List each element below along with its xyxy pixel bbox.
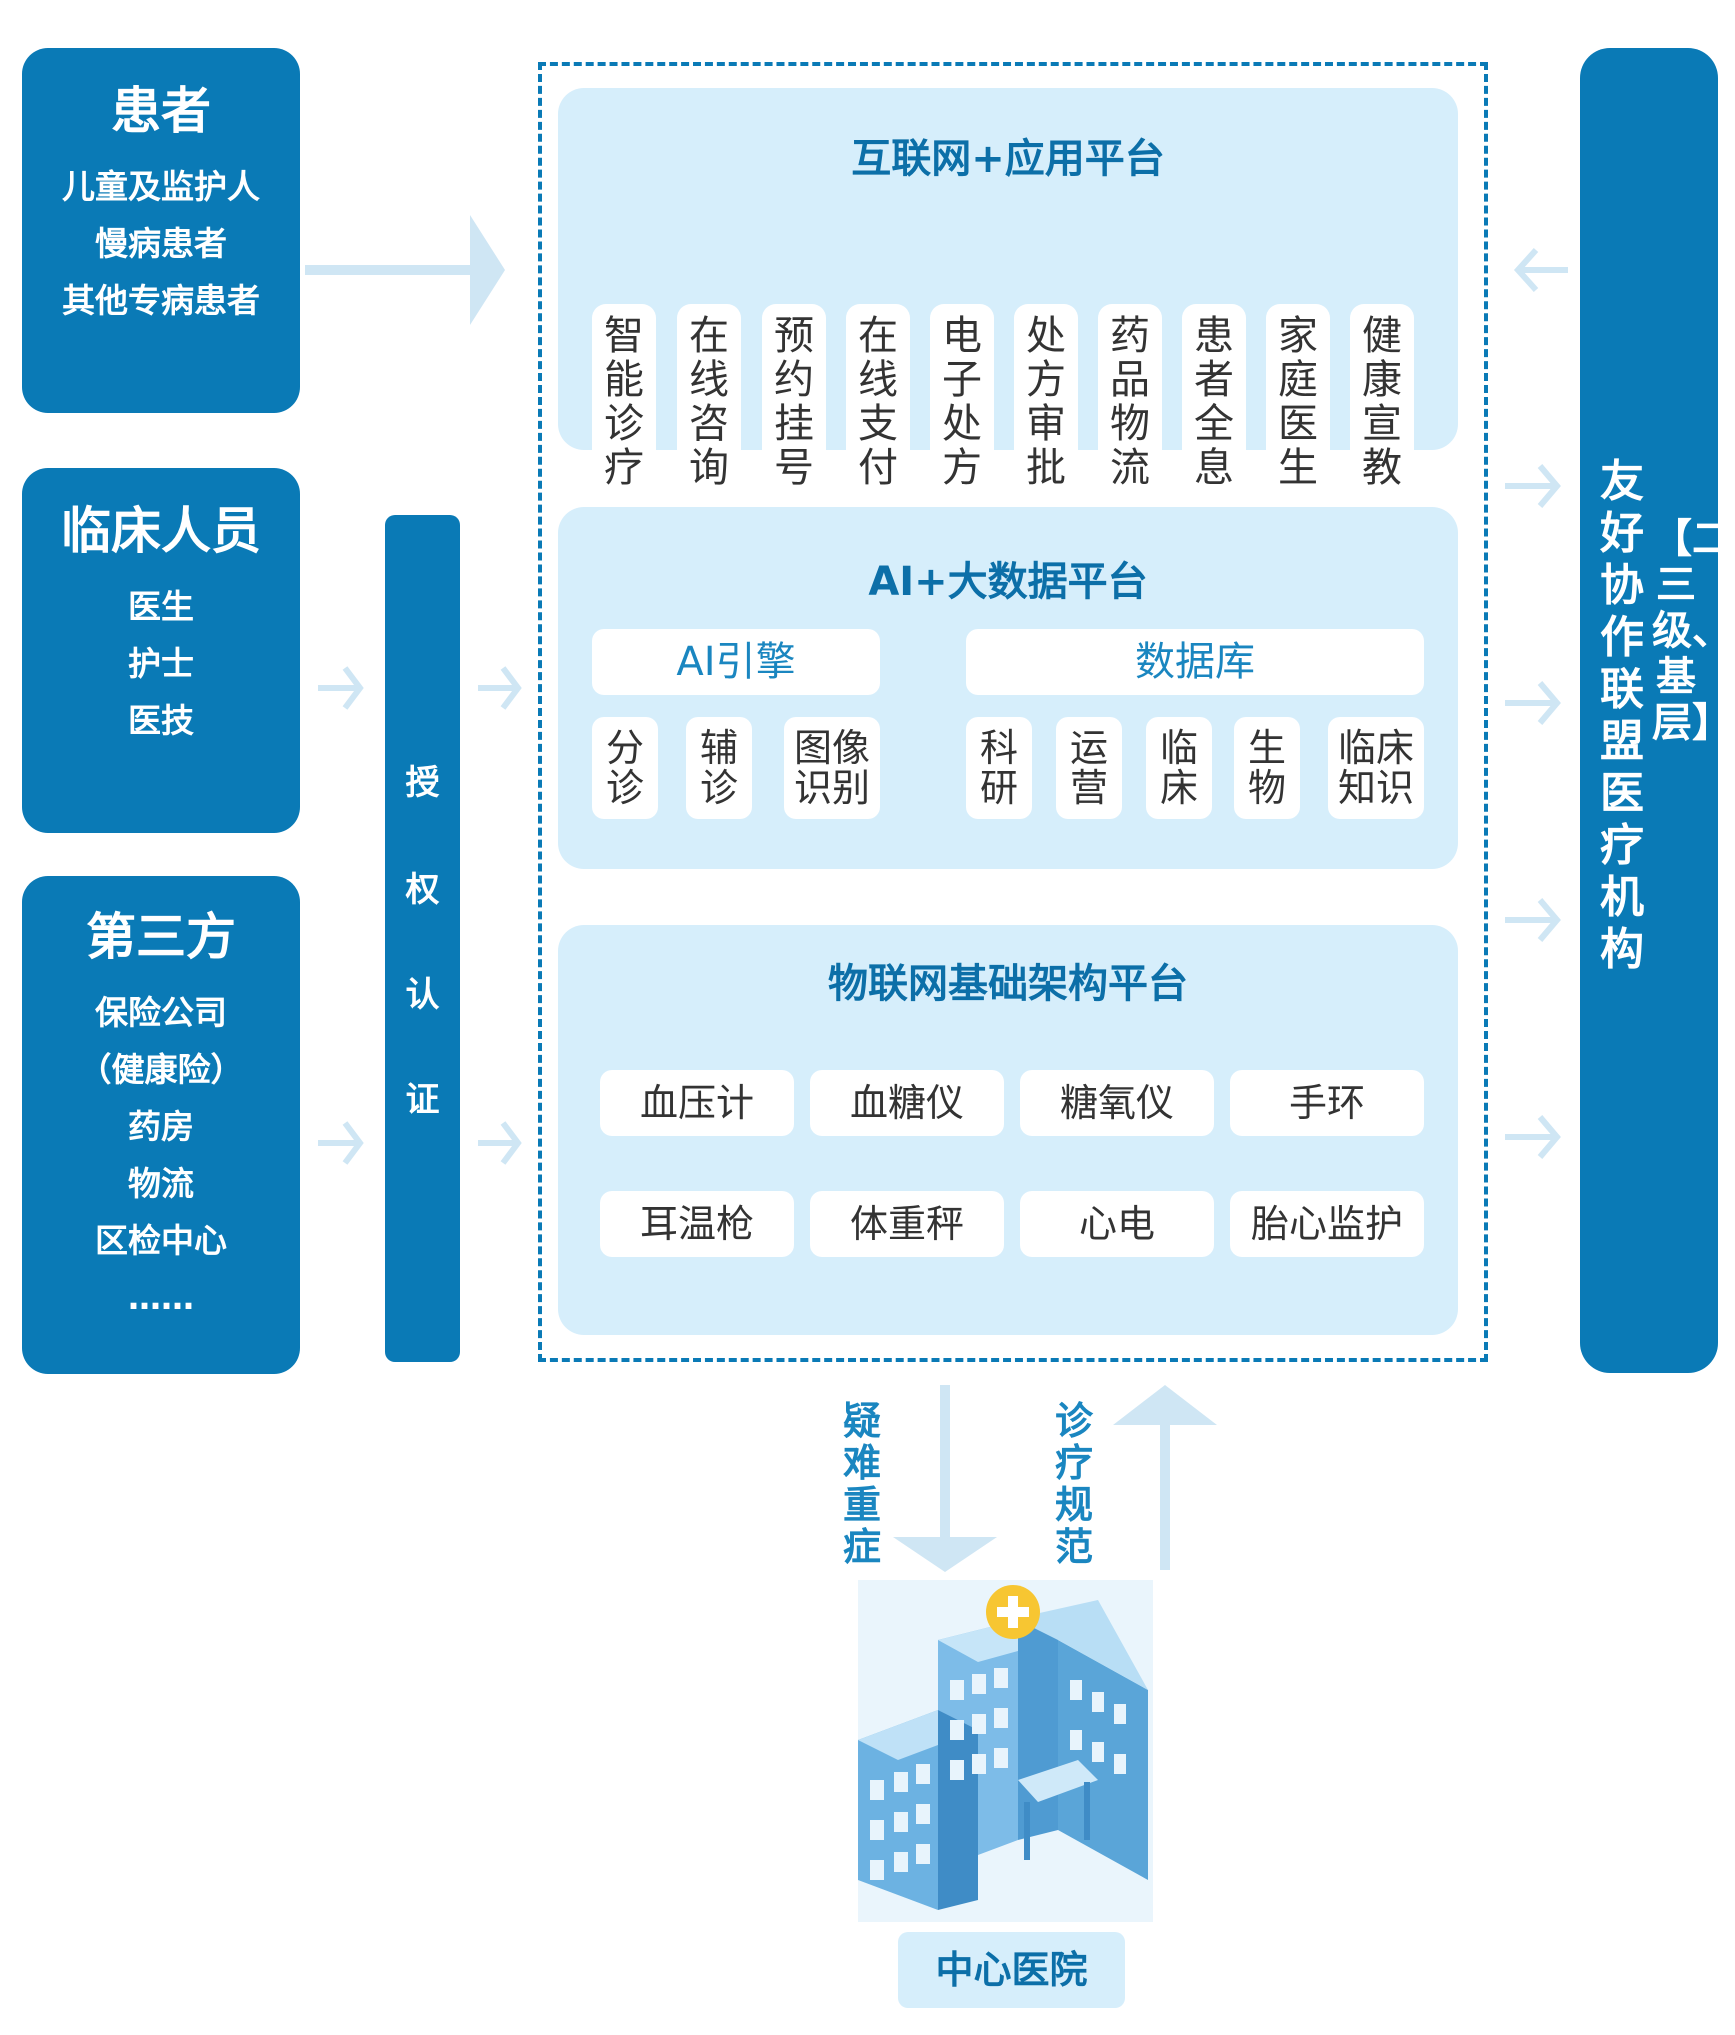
- internet-platform: 互联网+应用平台 智能诊疗 在线咨询 预约挂号 在线支付 电子处方 处方审批 药…: [558, 88, 1458, 500]
- group-item: 护士: [128, 644, 194, 683]
- engine-item: 图像识别: [784, 717, 880, 819]
- device-card: 糖氧仪: [1020, 1070, 1214, 1136]
- arrow-platform-to-alliance: [1505, 681, 1561, 725]
- group-item: 区检中心: [95, 1221, 227, 1260]
- group-item: 药房: [128, 1107, 194, 1146]
- service-card: 智能诊疗: [592, 304, 656, 500]
- ai-platform: AI+大数据平台 AI引擎 数据库 分诊 辅诊 图像识别 科研 运营 临床 生物…: [558, 507, 1458, 869]
- device-card: 血压计: [600, 1070, 794, 1136]
- service-card: 电子处方: [930, 304, 994, 500]
- platform-title: 物联网基础架构平台: [828, 961, 1188, 1007]
- device-card: 心电: [1020, 1191, 1214, 1257]
- group-title: 临床人员: [61, 502, 261, 560]
- group-item: ……: [128, 1278, 194, 1317]
- database-item: 科研: [966, 717, 1032, 819]
- arrow-auth-to-platform: [478, 666, 522, 710]
- group-item: （健康险）: [78, 1050, 244, 1089]
- iot-platform: 物联网基础架构平台 血压计 血糖仪 糖氧仪 手环 耳温枪 体重秤 心电 胎心监护: [558, 925, 1458, 1335]
- auth-char: 认: [405, 975, 440, 1015]
- group-patients: 患者 儿童及监护人 慢病患者 其他专病患者: [22, 48, 300, 413]
- ai-engine-header: AI引擎: [592, 629, 880, 695]
- engine-item: 分诊: [592, 717, 658, 819]
- group-item: 保险公司: [95, 993, 227, 1032]
- database-item: 运营: [1056, 717, 1122, 819]
- service-card: 在线咨询: [677, 304, 741, 500]
- group-item: 儿童及监护人: [62, 167, 260, 206]
- flow-label-up: 诊疗规范: [1054, 1399, 1093, 1569]
- auth-char: 证: [405, 1080, 440, 1120]
- auth-char: 授: [405, 763, 440, 803]
- group-item: 其他专病患者: [62, 281, 260, 320]
- platform-frame: [538, 62, 1488, 1362]
- arrow-platform-to-alliance: [1505, 464, 1561, 508]
- arrow-platform-to-alliance: [1505, 1115, 1561, 1159]
- service-card: 健康宣教: [1350, 304, 1414, 500]
- hospital-label: 中心医院: [898, 1932, 1125, 2008]
- group-title: 患者: [111, 82, 211, 140]
- flow-label-down: 疑难重症: [842, 1399, 881, 1569]
- auth-bar: 授 权 认 证: [385, 515, 460, 1362]
- device-card: 胎心监护: [1230, 1191, 1424, 1257]
- arrow-auth-to-platform: [478, 1121, 522, 1165]
- arrow-head: [893, 1537, 997, 1572]
- group-item: 医生: [128, 587, 194, 626]
- alliance-text: 友好协作联盟医疗机构: [1600, 456, 1644, 975]
- device-card: 耳温枪: [600, 1191, 794, 1257]
- group-clinical-staff: 临床人员 医生 护士 医技: [22, 468, 300, 833]
- group-item: 慢病患者: [95, 224, 227, 263]
- database-item: 临床知识: [1328, 717, 1424, 819]
- service-card: 处方审批: [1014, 304, 1078, 500]
- group-title: 第三方: [86, 908, 236, 966]
- device-card: 体重秤: [810, 1191, 1004, 1257]
- database-header: 数据库: [966, 629, 1424, 695]
- group-item: 物流: [128, 1164, 194, 1203]
- group-item: 医技: [128, 701, 194, 740]
- service-card: 药品物流: [1098, 304, 1162, 500]
- platform-title: AI+大数据平台: [868, 559, 1148, 605]
- hospital-illustration: [858, 1580, 1153, 1922]
- auth-char: 权: [405, 870, 440, 910]
- database-item: 临床: [1146, 717, 1212, 819]
- service-card: 患者全息: [1182, 304, 1246, 500]
- device-card: 血糖仪: [810, 1070, 1004, 1136]
- service-card: 在线支付: [846, 304, 910, 500]
- arrow-alliance-to-platform: [1513, 247, 1568, 293]
- arrow-clinical-to-auth: [318, 666, 364, 710]
- engine-item: 辅诊: [686, 717, 752, 819]
- database-item: 生物: [1234, 717, 1300, 819]
- device-card: 手环: [1230, 1070, 1424, 1136]
- arrow-thirdparty-to-auth: [318, 1121, 364, 1165]
- alliance-bar: 友好协作联盟医疗机构 【二、三级、基层】: [1580, 48, 1735, 1373]
- alliance-level-text: 【二、三级、基层】: [1652, 516, 1735, 746]
- arrow-head: [1113, 1385, 1217, 1425]
- service-card: 预约挂号: [762, 304, 826, 500]
- arrow-platform-to-alliance: [1505, 898, 1561, 942]
- group-third-party: 第三方 保险公司 （健康险） 药房 物流 区检中心 ……: [22, 876, 300, 1374]
- arrow-head: [470, 215, 505, 325]
- service-card: 家庭医生: [1266, 304, 1330, 500]
- platform-title: 互联网+应用平台: [851, 136, 1165, 182]
